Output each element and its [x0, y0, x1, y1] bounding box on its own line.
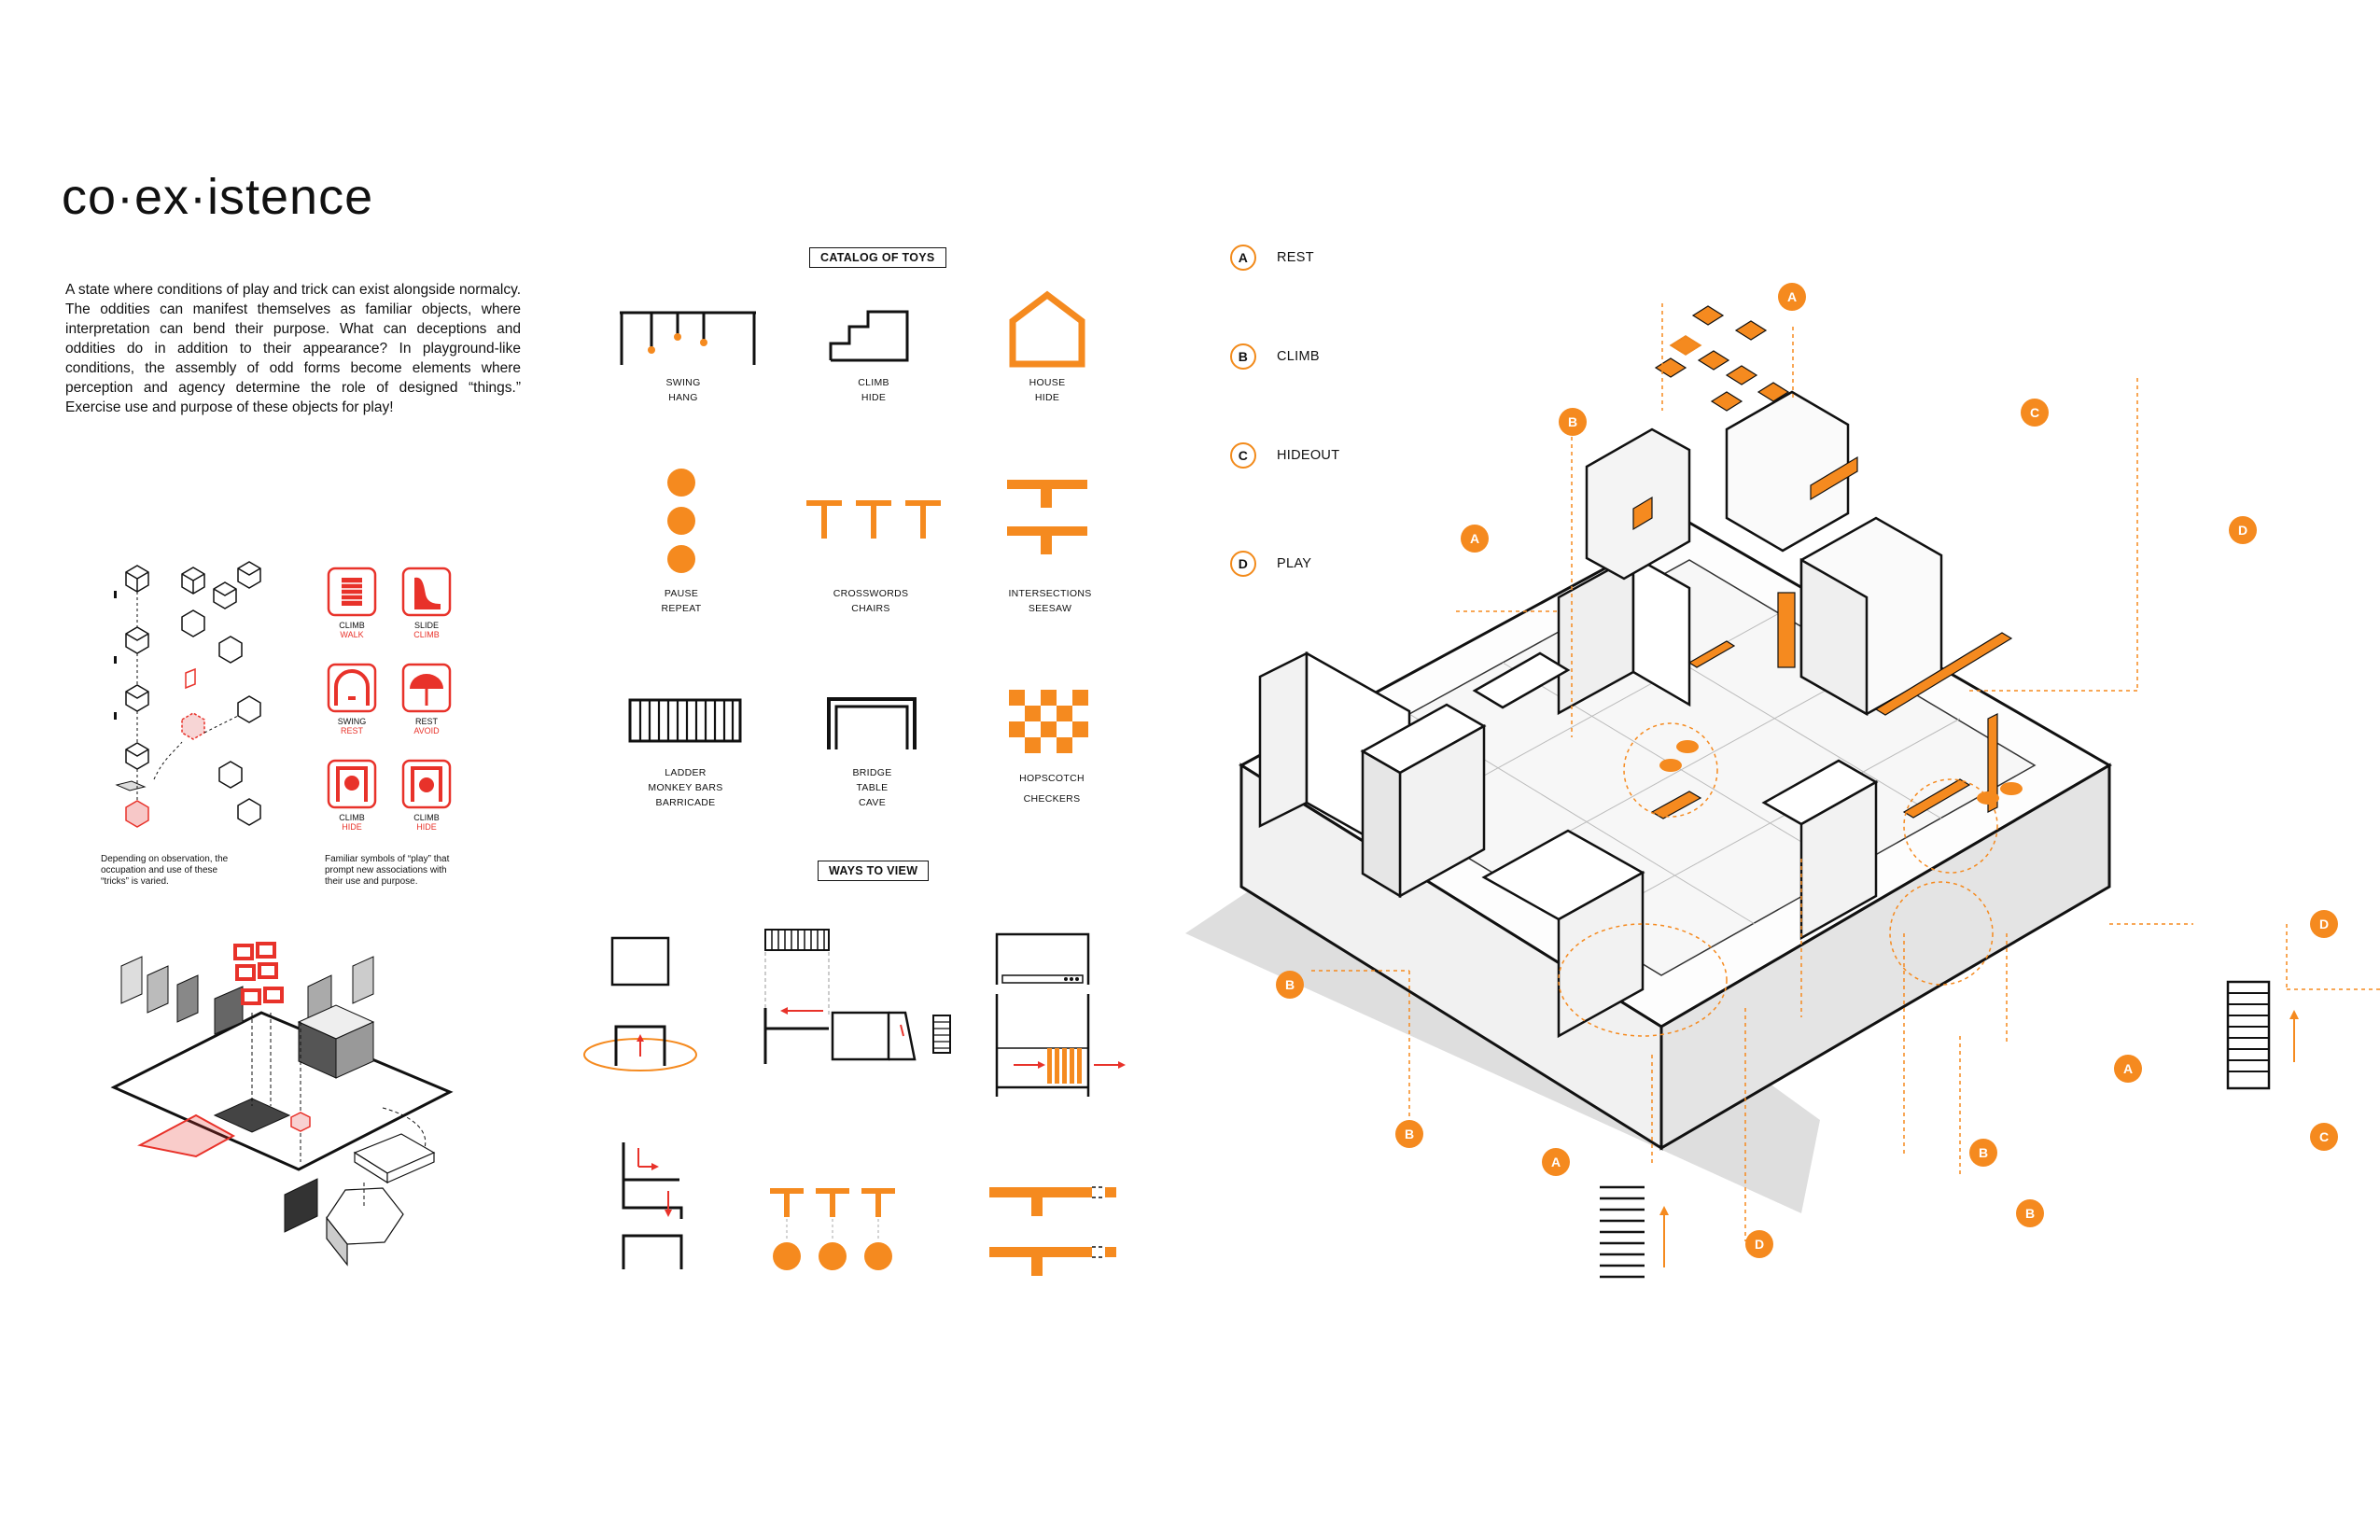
axonometric-playground	[1185, 303, 2380, 1315]
callout-badge: D	[1745, 1230, 1773, 1258]
ladder-trick-icon	[327, 567, 377, 617]
checker-square	[1057, 706, 1072, 721]
hide-trick-icon-2	[401, 759, 452, 809]
umbrella-trick-icon	[401, 663, 452, 713]
ways-heading: WAYS TO VIEW	[818, 861, 930, 881]
legend-label: REST	[1277, 250, 1314, 265]
legend: A REST B CLIMB C HIDEOUT D PLAY	[1230, 245, 1339, 577]
caption-observation: Depending on observation, the occupation…	[101, 854, 229, 887]
bridge-icon	[827, 697, 917, 749]
callout-badge: B	[1395, 1120, 1423, 1148]
checker-square	[1041, 690, 1057, 706]
callout-badge: D	[2310, 910, 2338, 938]
swing-icon	[620, 311, 756, 365]
ways-view-row-2	[622, 1142, 1116, 1276]
checker-square	[1057, 737, 1072, 753]
catalog-heading: CATALOG OF TOYS	[809, 247, 946, 268]
callout-badge: A	[1778, 283, 1806, 311]
legend-item-rest: A REST	[1230, 245, 1339, 271]
legend-label: HIDEOUT	[1277, 448, 1340, 463]
stairs-icon	[829, 310, 909, 362]
callout-badge: D	[2229, 516, 2257, 544]
checker-square	[1025, 737, 1041, 753]
seesaw-icon	[1007, 480, 1087, 554]
callout-badge: A	[2114, 1055, 2142, 1083]
page-title: co·ex·istence	[62, 169, 374, 225]
callout-badge: B	[1276, 971, 1304, 999]
dots-icon	[667, 469, 695, 573]
description-text: A state where conditions of play and tri…	[65, 282, 521, 415]
arrow-up-icon	[1659, 1206, 1669, 1267]
checker-square	[1041, 721, 1057, 737]
legend-badge: A	[1230, 245, 1256, 271]
isometric-collage	[110, 942, 454, 1267]
arrow-up-icon	[2289, 1010, 2299, 1062]
checker-square	[1009, 690, 1025, 706]
caption-symbols: Familiar symbols of “play” that prompt n…	[325, 854, 450, 887]
callout-badge: C	[2021, 399, 2049, 427]
callout-badge: A	[1461, 525, 1489, 553]
callout-badge: A	[1542, 1148, 1570, 1176]
legend-item-play: D PLAY	[1230, 551, 1339, 577]
checker-square	[1072, 690, 1088, 706]
house-icon	[1009, 290, 1085, 368]
checkers-icon	[1009, 690, 1088, 753]
slide-trick-icon	[401, 567, 452, 617]
legend-item-climb: B CLIMB	[1230, 343, 1339, 370]
ladder-free-2	[1600, 1185, 1645, 1279]
callout-badge: B	[1969, 1139, 1997, 1167]
ways-view-row-1	[583, 929, 951, 1071]
ladder-icon	[628, 698, 742, 743]
checker-square	[1009, 721, 1025, 737]
legend-item-hideout: C HIDEOUT	[1230, 442, 1339, 469]
swing-trick-icon	[327, 663, 377, 713]
legend-badge: B	[1230, 343, 1256, 370]
callout-badge: B	[2016, 1199, 2044, 1227]
legend-label: CLIMB	[1277, 349, 1320, 364]
tricks-isometric-diagram	[114, 561, 261, 828]
ladder-free-1	[2226, 980, 2271, 1090]
hide-trick-icon-1	[327, 759, 377, 809]
chairs-icon	[806, 500, 941, 539]
legend-badge: C	[1230, 442, 1256, 469]
callout-badge: C	[2310, 1123, 2338, 1151]
legend-badge: D	[1230, 551, 1256, 577]
checker-square	[1025, 706, 1041, 721]
checker-square	[1072, 721, 1088, 737]
ways-view-col-3-top	[995, 932, 1126, 1097]
callout-badge: B	[1559, 408, 1587, 436]
legend-label: PLAY	[1277, 556, 1312, 571]
